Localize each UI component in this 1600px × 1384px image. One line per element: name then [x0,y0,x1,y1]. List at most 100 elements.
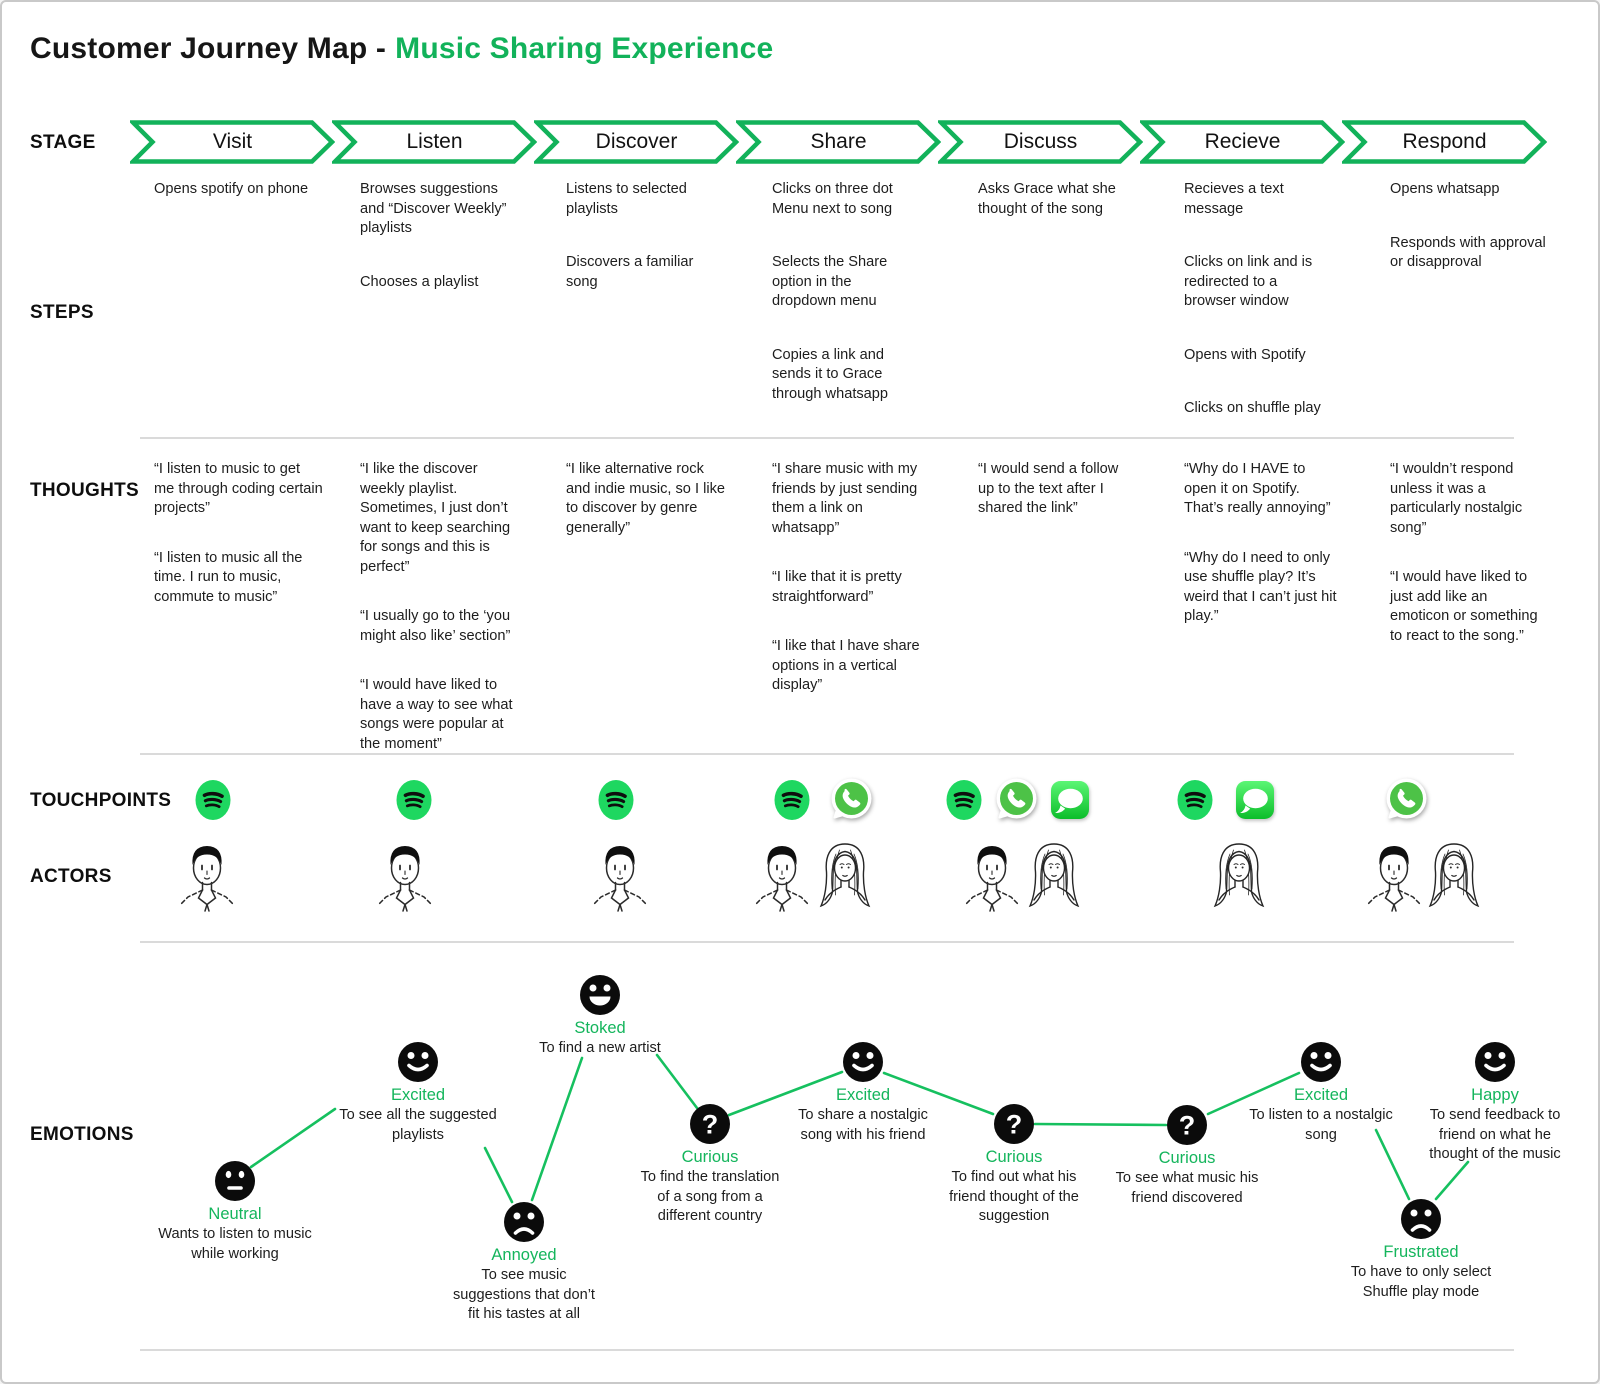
emotion-connector-line [1033,1122,1168,1127]
man-actor-icon [963,840,1021,918]
spotify-icon [945,779,983,822]
man-actor-icon [591,840,649,918]
stage-label: Discover [595,130,678,153]
stage-chevron-share: Share [736,120,941,164]
row-label-steps: STEPS [30,302,94,323]
woman-actor-icon [1025,839,1083,919]
emotion-label: Curious [1158,1149,1216,1167]
row-label-thoughts: THOUGHTS [30,480,140,501]
stage-chevron-discuss: Discuss [938,120,1143,164]
stage-chevron-listen: Listen [332,120,537,164]
emotion-label: Excited [835,1086,891,1104]
row-label-stage: STAGE [30,132,96,153]
imessage-icon [1234,779,1276,821]
stage-chevron-recieve: Recieve [1140,120,1345,164]
emotion-face-happy [1475,1042,1515,1082]
woman-actor-icon [1210,839,1268,919]
emotion-face-curious: ? [690,1104,730,1144]
emotion-label: Frustrated [1383,1243,1459,1261]
emotion-connector-line [655,1053,699,1110]
emotion-connector-line [1206,1071,1301,1116]
divider [140,753,1514,755]
emotion-connector-line [483,1146,514,1204]
step-paragraph: Chooses a playlist [360,273,479,290]
woman-actor-icon [1425,839,1483,919]
spotify-icon [395,779,433,822]
row-label-touchpoints: TOUCHPOINTS [30,790,172,811]
emotion-face-annoyed [504,1202,544,1242]
emotion-face-stoked [580,975,620,1015]
stage-label: Share [810,130,867,153]
emotion-connector-line [530,1056,584,1202]
step-paragraph: Opens whatsapp [1390,181,1500,197]
whatsapp-icon [993,777,1040,824]
spotify-icon [1176,779,1214,822]
row-label-emotions: EMOTIONS [30,1124,134,1145]
step-paragraph: Opens spotify on phone [154,181,309,197]
emotion-label: Excited [390,1086,446,1104]
page-title-prefix: Customer Journey Map - [30,32,387,65]
man-actor-icon [178,840,236,918]
page-title: Customer Journey Map -Music Sharing Expe… [30,32,773,66]
emotion-connector-line [249,1107,337,1169]
row-label-actors: ACTORS [30,866,112,887]
whatsapp-icon [828,777,875,824]
page-title-highlight: Music Sharing Experience [395,32,774,65]
emotion-label: Neutral [208,1205,262,1223]
spotify-icon [194,779,232,822]
stage-chevron-respond: Respond [1342,120,1547,164]
stage-label: Discuss [1003,130,1078,153]
emotion-face-frustrated [1401,1199,1441,1239]
stage-label: Recieve [1204,130,1281,153]
step-paragraph: Opens with Spotify [1184,346,1306,363]
emotion-face-curious: ? [1167,1105,1207,1145]
steps-column-visit: Opens spotify on phone [154,180,336,234]
whatsapp-icon [1383,777,1430,824]
woman-actor-icon [816,839,874,919]
divider [140,1349,1514,1351]
man-actor-icon [1365,840,1423,918]
divider [140,437,1514,439]
svg-text:?: ? [702,1110,719,1140]
spotify-icon [773,779,811,822]
emotion-face-excited [398,1042,438,1082]
stage-chevron-visit: Visit [130,120,335,164]
emotion-face-neutral [215,1161,255,1201]
emotion-label: Happy [1471,1086,1519,1104]
divider [140,941,1514,943]
